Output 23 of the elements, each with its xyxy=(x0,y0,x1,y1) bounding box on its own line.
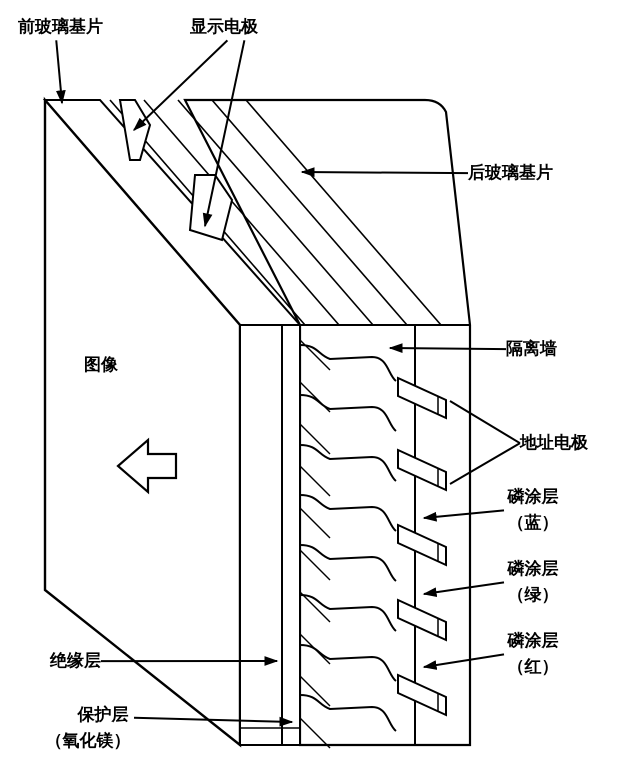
leader-line xyxy=(133,40,228,131)
leader-line xyxy=(422,581,504,598)
leader-line xyxy=(55,40,66,104)
leader-line xyxy=(450,442,520,485)
part-label: 后玻璃基片 xyxy=(468,160,553,186)
part-label: 地址电极 xyxy=(520,430,588,456)
part-label: 磷涂层（红） xyxy=(504,628,562,681)
part-label: 绝缘层 xyxy=(50,648,101,674)
leader-line xyxy=(422,653,504,670)
leader-line xyxy=(388,343,506,354)
leader-line xyxy=(202,40,246,228)
part-label: 保护层（氧化镁） xyxy=(42,702,134,755)
part-label: 磷涂层（蓝） xyxy=(504,484,562,537)
leader-line xyxy=(134,716,294,727)
part-label: 前玻璃基片 xyxy=(18,14,103,40)
image-label: 图像 xyxy=(84,354,118,377)
part-label: 磷涂层（绿） xyxy=(504,556,562,609)
part-label: 隔离墙 xyxy=(506,336,557,362)
leader-line xyxy=(300,167,468,177)
leader-line xyxy=(101,656,278,666)
leader-line xyxy=(449,400,521,444)
leader-line xyxy=(422,509,504,522)
part-label: 显示电极 xyxy=(190,14,258,40)
